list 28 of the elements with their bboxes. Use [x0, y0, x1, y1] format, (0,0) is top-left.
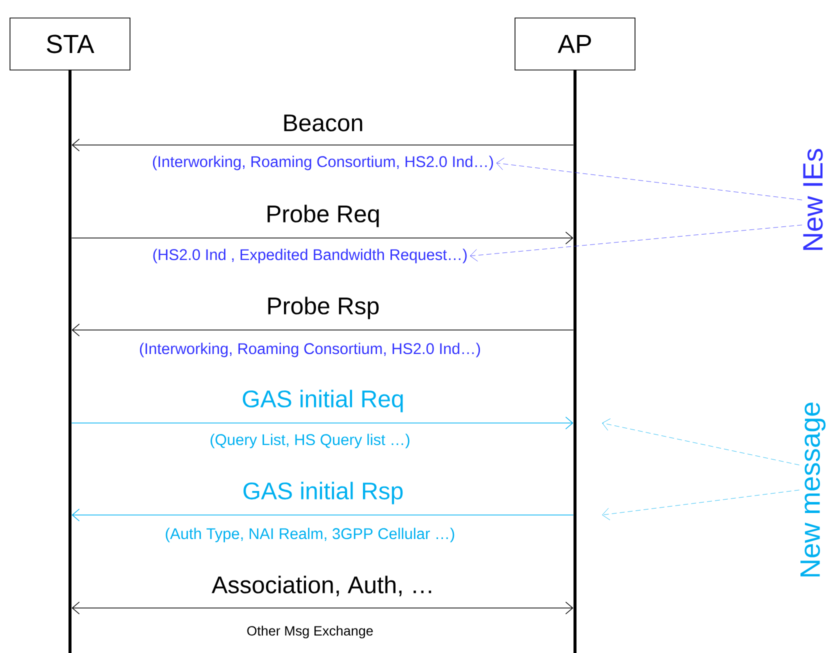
parameter-text: (Interworking, Roaming Consortium, HS2.0 Ind…)	[152, 156, 493, 170]
actor-box: AP	[514, 18, 636, 70]
lifeline	[68, 70, 72, 653]
message-label: Association, Auth, …	[212, 576, 432, 596]
lifeline	[574, 70, 576, 653]
message-label: GAS initial Req	[242, 390, 403, 412]
message-arrow	[72, 324, 574, 336]
message-label: Probe Req	[268, 204, 379, 228]
annotation-text: New message	[800, 402, 826, 576]
leader-arrow	[602, 418, 800, 466]
parameter-text: (Interworking, Roaming Consortium, HS2.0 Ind…)	[140, 342, 480, 358]
parameter-text: (Query List, HS Query list …)	[210, 434, 410, 448]
message-label: Probe Rsp	[268, 296, 379, 320]
message-label: GAS initial Rsp	[244, 482, 403, 504]
annotation-text: New IEs	[803, 148, 823, 250]
note-text: Other Msg Exchange	[247, 626, 373, 638]
message-label: Beacon	[284, 114, 362, 132]
message-arrow	[71, 232, 574, 244]
message-arrow	[71, 416, 574, 430]
message-arrow	[72, 508, 574, 522]
leader-arrow	[470, 224, 802, 262]
parameter-text: (Auth Type, NAI Realm, 3GPP Cellular …)	[166, 528, 454, 542]
leader-arrow	[602, 490, 800, 520]
message-arrow	[72, 138, 574, 152]
actor-box: STA	[10, 18, 130, 70]
message-arrow	[72, 602, 574, 614]
leader-arrow	[496, 158, 802, 200]
parameter-text: (HS2.0 Ind , Expedited Bandwidth Request…)	[153, 248, 467, 264]
